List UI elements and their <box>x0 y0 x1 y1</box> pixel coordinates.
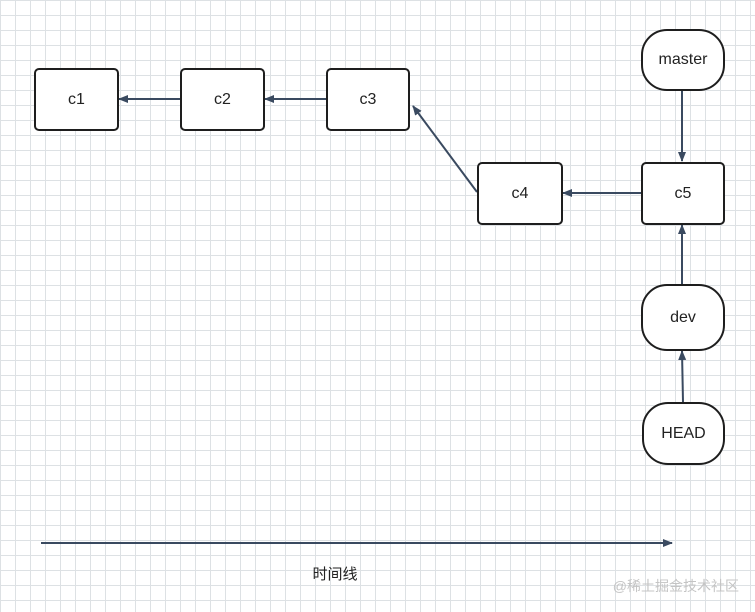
commit-node-c3: c3 <box>326 68 410 131</box>
timeline-label: 时间线 <box>312 566 358 583</box>
head-pointer-label: HEAD <box>642 402 725 465</box>
edge-head-to-dev <box>678 350 687 403</box>
branch-label-master: master <box>641 29 725 91</box>
commit-node-c2: c2 <box>180 68 265 131</box>
commit-node-c1: c1 <box>34 68 119 131</box>
edge-c4-to-c3 <box>412 105 478 193</box>
commit-node-c5: c5 <box>641 162 725 225</box>
branch-label-dev: dev <box>641 284 725 351</box>
commit-node-c4: c4 <box>477 162 563 225</box>
watermark-text: @稀土掘金技术社区 <box>612 578 739 594</box>
